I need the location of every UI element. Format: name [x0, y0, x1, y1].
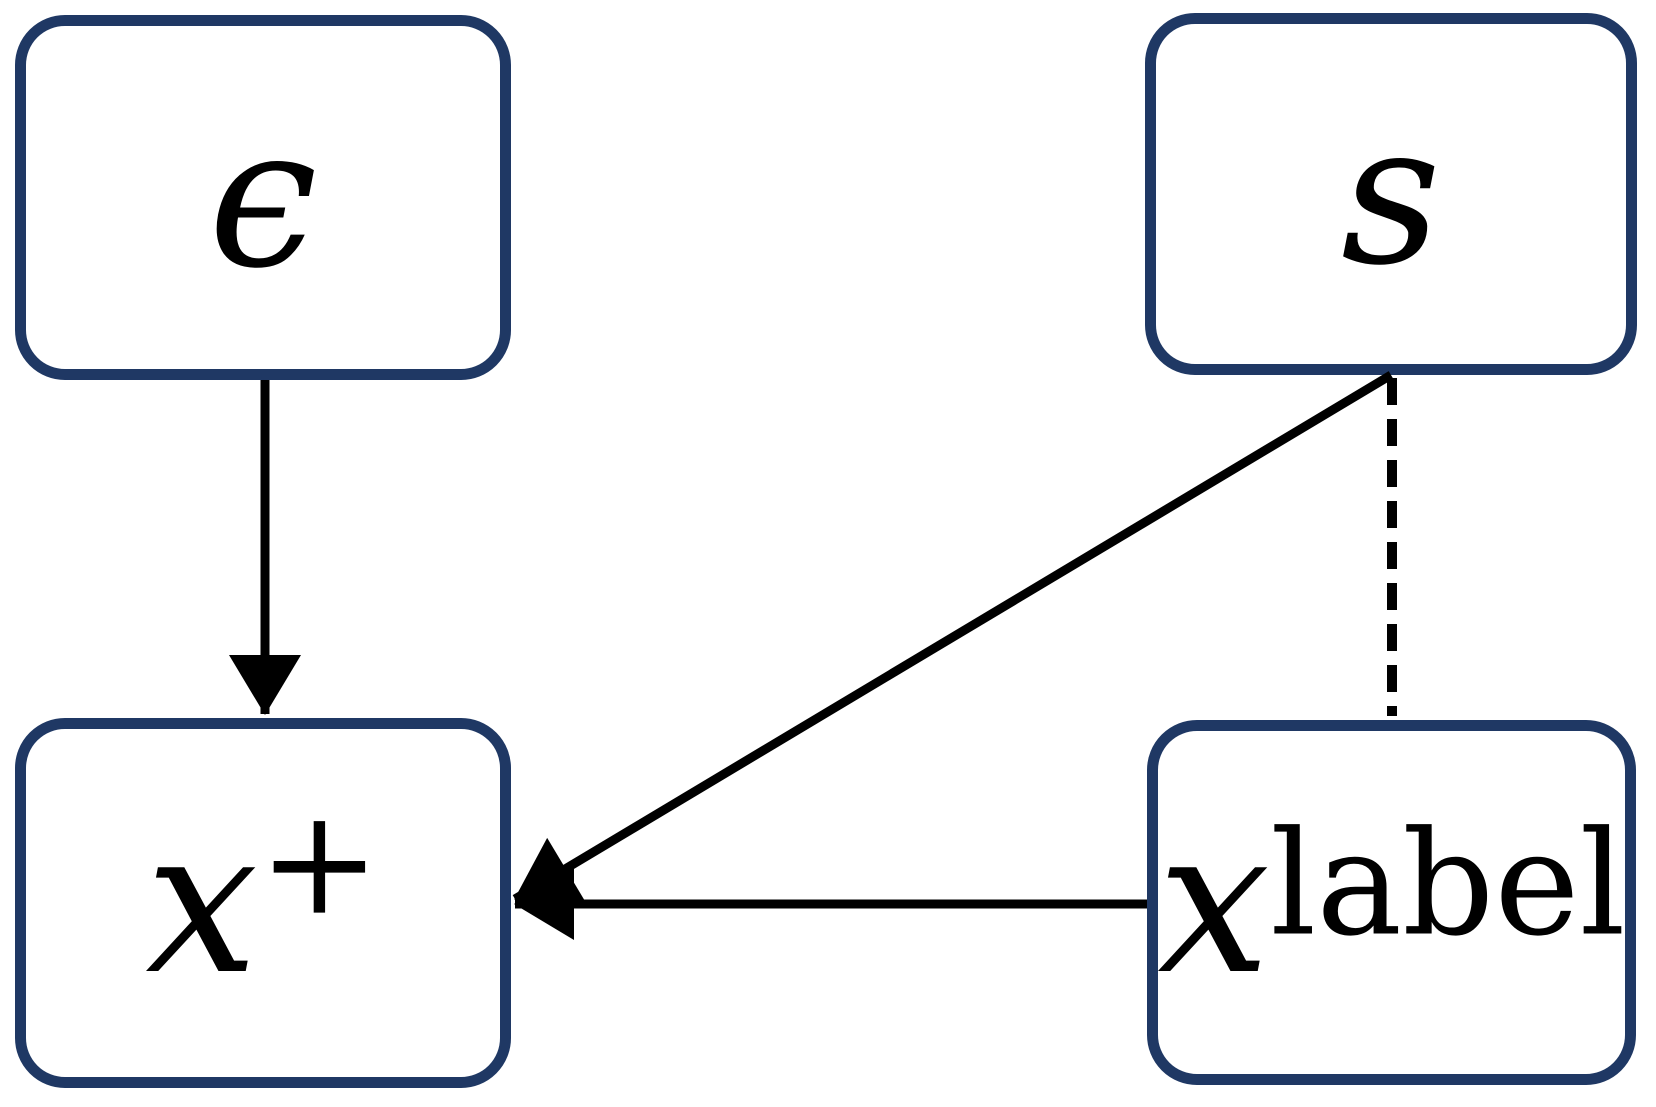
node-x-label-superscript: label	[1270, 799, 1626, 968]
node-epsilon: ϵ	[15, 15, 511, 380]
node-x-label: xlabel	[1147, 720, 1636, 1085]
node-x-plus: x+	[15, 718, 511, 1088]
node-epsilon-label: ϵ	[208, 84, 318, 311]
node-x-label-label: xlabel	[1157, 799, 1626, 1003]
node-x-plus-base: x	[145, 786, 259, 1019]
node-s-label: s	[1340, 80, 1442, 308]
node-s: s	[1145, 13, 1637, 375]
node-x-plus-label: x+	[145, 790, 380, 1003]
node-x-plus-superscript: +	[258, 777, 381, 948]
node-x-label-base: x	[1157, 785, 1271, 1019]
